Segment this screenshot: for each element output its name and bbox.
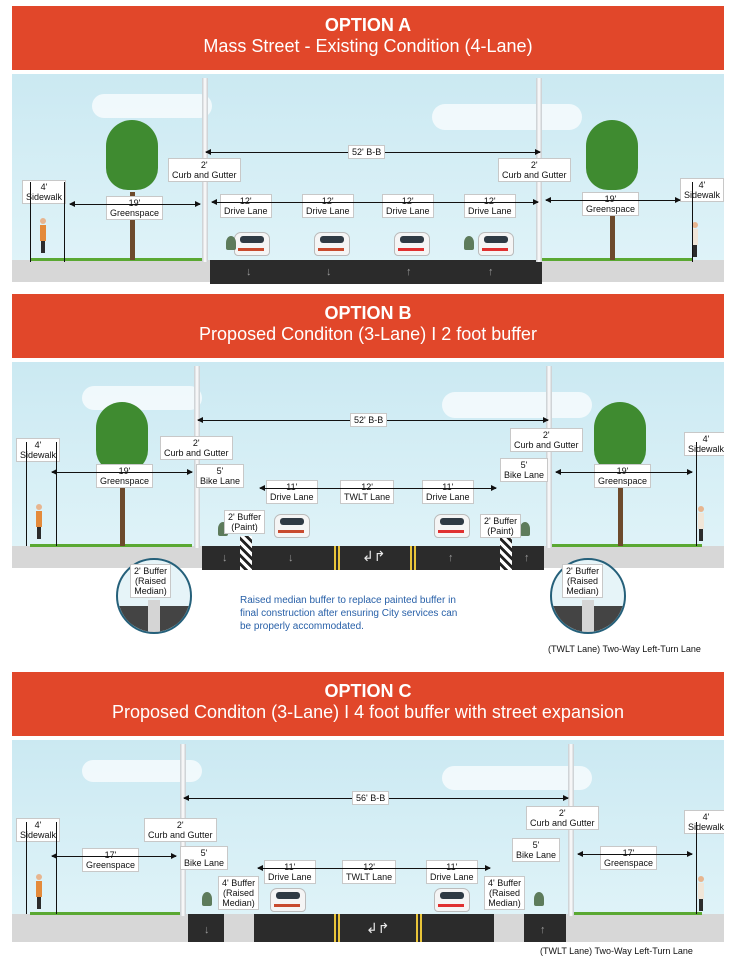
car-icon [234, 232, 270, 256]
option-b-subtitle: Proposed Conditon (3-Lane) I 2 foot buff… [199, 324, 537, 344]
bb-label: 52' B-B [348, 145, 386, 159]
bike-lane-right-label: 5'Bike Lane [512, 838, 561, 862]
raised-median-inset-left [116, 558, 192, 634]
cyclist-icon [218, 522, 228, 536]
drive-lane-left-label: 11'Drive Lane [266, 480, 318, 504]
curb-right-label: 2'Curb and Gutter [510, 428, 583, 452]
turn-arrow-icon: ↲↱ [362, 548, 386, 564]
sidewalk-right-label: 4'Sidewalk [684, 810, 724, 834]
option-a-cross-section: ↓ ↓ ↑ ↑ 52' B-B 2'Curb and Gutter 2'Curb… [12, 74, 724, 284]
tree-icon [106, 120, 158, 190]
curb-right-label: 2'Curb and Gutter [526, 806, 599, 830]
drive-lane-2-label: 12'Drive Lane [302, 194, 354, 218]
lane-arrow-icon: ↓ [204, 924, 210, 936]
bike-lane-left-label: 5'Bike Lane [196, 464, 245, 488]
car-icon [434, 888, 470, 912]
curb-left-label: 2'Curb and Gutter [168, 158, 241, 182]
option-c-cross-section: ↲↱ ↓ ↑ 56' B-B 2'Curb and Gutter 2'Curb … [12, 740, 724, 958]
car-icon [394, 232, 430, 256]
pedestrian-icon [698, 876, 704, 911]
buffer-paint-left-label: 2' Buffer(Paint) [224, 510, 266, 534]
buffer-paint-right-label: 2' Buffer(Paint) [480, 514, 522, 538]
twlt-lane-label: 12'TWLT Lane [342, 860, 397, 884]
roadway [210, 260, 542, 284]
option-c-subtitle: Proposed Conditon (3-Lane) I 4 foot buff… [112, 702, 624, 722]
curb-right-label: 2'Curb and Gutter [498, 158, 571, 182]
bb-label: 52' B-B [350, 413, 388, 427]
median-note: Raised median buffer to replace painted … [240, 595, 458, 632]
lane-arrow-icon: ↑ [540, 924, 546, 936]
turn-arrow-icon: ↲↱ [366, 920, 390, 936]
bike-lane-right-label: 5'Bike Lane [500, 458, 549, 482]
twlt-footnote: (TWLT Lane) Two-Way Left-Turn Lane [548, 644, 701, 654]
car-icon [314, 232, 350, 256]
sidewalk-left-label: 4'Sidewalk [22, 180, 67, 204]
sidewalk-left-label: 4'Sidewalk [16, 818, 61, 842]
roadway [202, 546, 544, 570]
greenspace-left-label: 19'Greenspace [96, 464, 154, 488]
sidewalk-right-label: 4'Sidewalk [680, 178, 724, 202]
option-a-title: OPTION A [324, 15, 412, 35]
lane-arrow-icon: ↑ [406, 266, 412, 278]
pedestrian-icon [40, 218, 46, 253]
tree-icon [586, 120, 638, 190]
tree-icon [594, 402, 646, 472]
curb-left-label: 2'Curb and Gutter [144, 818, 217, 842]
car-icon [270, 888, 306, 912]
greenspace-left-label: 17'Greenspace [82, 848, 140, 872]
lane-arrow-icon: ↓ [222, 552, 228, 564]
option-c-header: OPTION C Proposed Conditon (3-Lane) I 4 … [12, 672, 724, 736]
cyclist-icon [520, 522, 530, 536]
option-c-title: OPTION C [324, 681, 412, 701]
option-a-header: OPTION A Mass Street - Existing Conditio… [12, 6, 724, 70]
drive-lane-3-label: 12'Drive Lane [382, 194, 434, 218]
bike-lane-left-label: 5'Bike Lane [180, 846, 229, 870]
pedestrian-icon [36, 504, 42, 539]
greenspace-right-label: 19'Greenspace [594, 464, 652, 488]
lane-arrow-icon: ↓ [288, 552, 294, 564]
car-icon [274, 514, 310, 538]
greenspace-right-label: 17'Greenspace [600, 846, 658, 870]
greenspace-right-label: 19'Greenspace [582, 192, 640, 216]
greenspace-left-label: 19'Greenspace [106, 196, 164, 220]
drive-lane-right-label: 11'Drive Lane [422, 480, 474, 504]
drive-lane-left-label: 11'Drive Lane [264, 860, 316, 884]
lane-arrow-icon: ↓ [246, 266, 252, 278]
tree-icon [96, 402, 148, 472]
cyclist-icon [464, 236, 474, 250]
option-a-subtitle: Mass Street - Existing Condition (4-Lane… [203, 36, 533, 56]
pedestrian-icon [692, 222, 698, 257]
drive-lane-4-label: 12'Drive Lane [464, 194, 516, 218]
lane-arrow-icon: ↑ [488, 266, 494, 278]
twlt-footnote: (TWLT Lane) Two-Way Left-Turn Lane [540, 946, 693, 956]
lane-arrow-icon: ↑ [448, 552, 454, 564]
cyclist-icon [202, 892, 212, 906]
cyclist-icon [226, 236, 236, 250]
car-icon [434, 514, 470, 538]
drive-lane-right-label: 11'Drive Lane [426, 860, 478, 884]
option-b-cross-section: ↲↱ ↓ ↑ ↓ ↑ 52' B-B 2'Curb and Gutter 2'C… [12, 362, 724, 660]
curb-left-label: 2'Curb and Gutter [160, 436, 233, 460]
pedestrian-icon [36, 874, 42, 909]
lane-arrow-icon: ↓ [326, 266, 332, 278]
car-icon [478, 232, 514, 256]
option-b-header: OPTION B Proposed Conditon (3-Lane) I 2 … [12, 294, 724, 358]
cyclist-icon [534, 892, 544, 906]
twlt-lane-label: 12'TWLT Lane [340, 480, 395, 504]
option-b-title: OPTION B [324, 303, 412, 323]
pedestrian-icon [698, 506, 704, 541]
sidewalk-left-label: 4'Sidewalk [16, 438, 61, 462]
drive-lane-1-label: 12'Drive Lane [220, 194, 272, 218]
bb-label: 56' B-B [352, 791, 390, 805]
raised-median-inset-right [550, 558, 626, 634]
lane-arrow-icon: ↑ [524, 552, 530, 564]
sidewalk-right-label: 4'Sidewalk [684, 432, 724, 456]
